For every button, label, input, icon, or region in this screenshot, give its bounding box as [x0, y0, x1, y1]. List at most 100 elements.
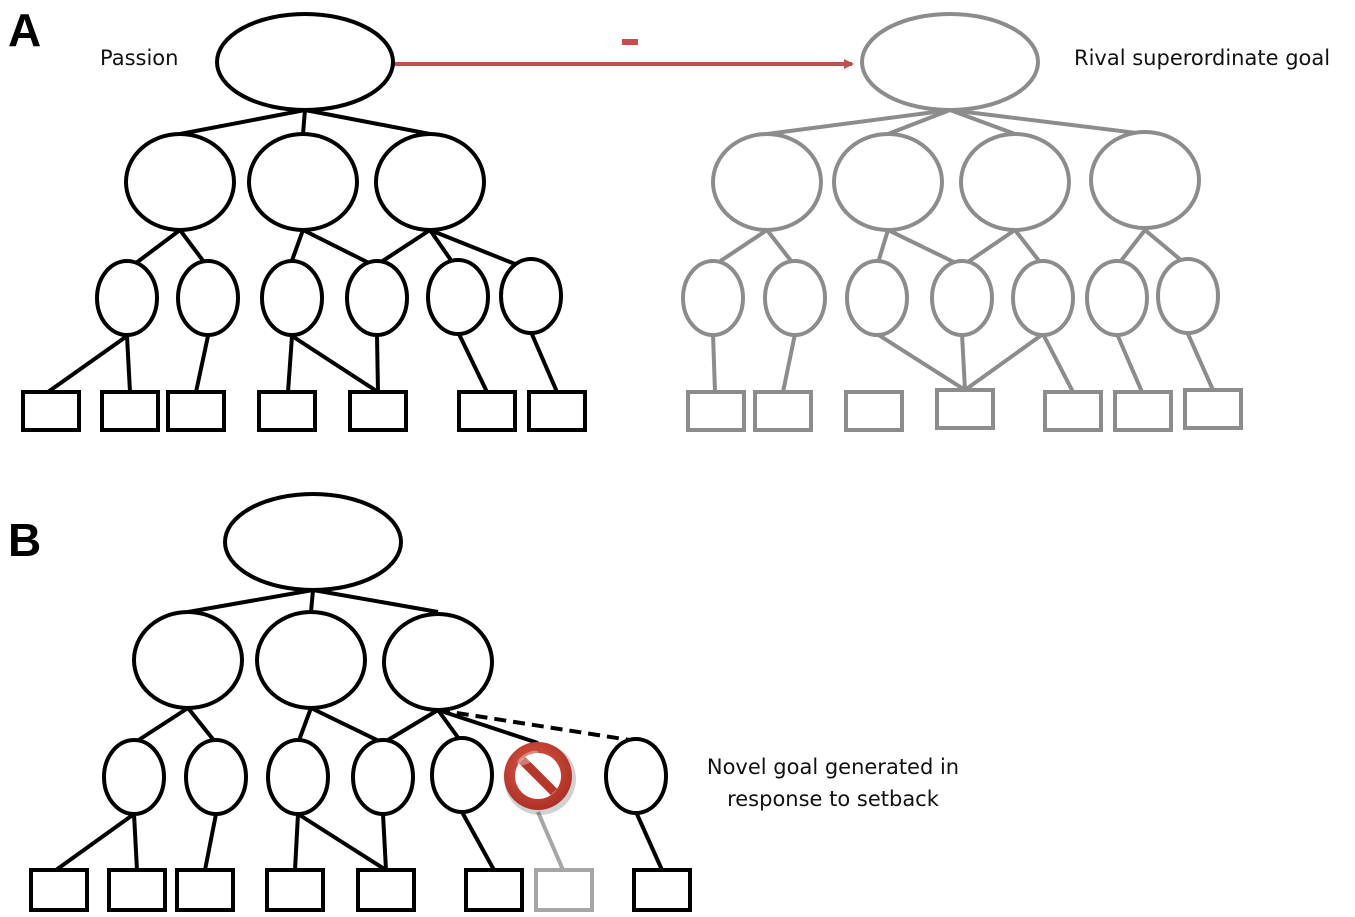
- tree-edge: [310, 706, 384, 745]
- action-node: [348, 390, 408, 432]
- tree-edge: [312, 588, 439, 614]
- action-node: [1183, 388, 1243, 430]
- action-node: [753, 390, 813, 432]
- action-node: [21, 390, 81, 432]
- rival-goal-label: Rival superordinate goal: [1074, 46, 1330, 70]
- subgoal-node: [247, 132, 359, 232]
- tree-edge: [460, 811, 496, 871]
- subgoal-node: [345, 259, 409, 337]
- tree-edge: [887, 108, 951, 136]
- subgoal-node: [374, 132, 486, 232]
- subgoal-node: [124, 132, 236, 232]
- tree-edge: [1186, 333, 1215, 391]
- panel-a-letter: A: [8, 4, 41, 56]
- action-node: [632, 868, 692, 912]
- tree-edge: [711, 333, 717, 393]
- tree-edge: [437, 708, 539, 745]
- passion-label: Passion: [100, 46, 178, 70]
- subgoal-node: [832, 132, 944, 232]
- subgoal-node: [763, 259, 827, 337]
- tree-edge: [529, 331, 559, 393]
- action-node: [29, 868, 89, 912]
- action-node: [356, 868, 416, 912]
- action-node: [257, 390, 317, 432]
- subgoal-node: [102, 738, 166, 816]
- subgoal-node: [95, 259, 159, 337]
- tree-edge: [456, 331, 489, 393]
- inhibition-sign: [622, 39, 638, 45]
- tree-edge: [194, 335, 210, 393]
- tree-edge: [179, 108, 306, 136]
- action-node: [1043, 390, 1103, 432]
- tree-edge: [781, 333, 797, 393]
- action-node: [166, 390, 226, 432]
- tree-edge: [1115, 333, 1144, 393]
- tree-edge: [286, 335, 294, 393]
- subgoal-node: [711, 132, 823, 232]
- tree-edge: [293, 813, 300, 871]
- action-node: [107, 868, 167, 912]
- tree-edge: [711, 228, 769, 268]
- tree-edge: [301, 109, 307, 135]
- subgoal-node: [255, 610, 367, 710]
- subgoal-node: [260, 259, 324, 337]
- tree-edge: [887, 228, 963, 268]
- subgoal-node: [1011, 259, 1075, 337]
- tree-edge: [309, 589, 315, 613]
- subgoal-node: [184, 738, 248, 816]
- passion-goal-node: [223, 492, 403, 592]
- tree-edge: [296, 812, 388, 872]
- tree-edge: [429, 228, 521, 268]
- tree-edge: [381, 708, 440, 745]
- tree-edge: [960, 228, 1017, 268]
- passion-tree: [21, 12, 587, 432]
- tree-edge: [375, 335, 380, 393]
- subgoal-node: [382, 612, 494, 712]
- action-node: [527, 390, 587, 432]
- novel-goal-node: [604, 737, 668, 815]
- tree-edge: [949, 108, 1146, 136]
- subgoal-node: [499, 257, 563, 335]
- tree-edge: [1041, 333, 1075, 393]
- subgoal-node: [1085, 259, 1149, 337]
- tree-edge: [949, 108, 1016, 136]
- novel-goal-edge: [437, 708, 637, 743]
- subgoal-node: [681, 259, 745, 337]
- tree-edge: [132, 813, 139, 871]
- action-node: [464, 868, 524, 912]
- action-node: [265, 868, 325, 912]
- panel-b-letter: B: [8, 514, 41, 566]
- action-node: [686, 390, 746, 432]
- tree-edge: [875, 332, 967, 392]
- action-node: [100, 390, 160, 432]
- subgoal-node: [426, 258, 490, 336]
- tree-edge: [130, 228, 182, 268]
- subgoal-node: [1156, 257, 1220, 335]
- blocked-edge: [536, 811, 565, 871]
- tree-edge: [186, 706, 218, 745]
- tree-edge: [381, 813, 388, 871]
- tree-edge: [304, 108, 431, 136]
- rival-goal-node: [860, 12, 1040, 112]
- subgoal-node: [351, 738, 415, 816]
- action-node: [844, 390, 904, 432]
- tree-edge: [960, 333, 967, 391]
- action-node: [1113, 390, 1173, 432]
- tree-edge: [125, 335, 132, 393]
- tree-edge: [296, 707, 313, 744]
- tree-edge: [634, 811, 664, 871]
- prohibition-icon: [504, 742, 576, 815]
- rival-tree: [681, 12, 1243, 432]
- subgoal-node: [1089, 130, 1201, 230]
- action-node: [175, 868, 235, 912]
- action-node: [935, 388, 995, 430]
- passion-goal-node: [215, 12, 395, 112]
- tree-edge: [46, 334, 129, 394]
- subgoal-node: [266, 738, 330, 816]
- tree-edge: [203, 813, 218, 871]
- tree-edge: [132, 706, 190, 745]
- subgoal-node: [845, 259, 909, 337]
- tree-edge: [766, 108, 951, 136]
- tree-edge: [302, 228, 376, 268]
